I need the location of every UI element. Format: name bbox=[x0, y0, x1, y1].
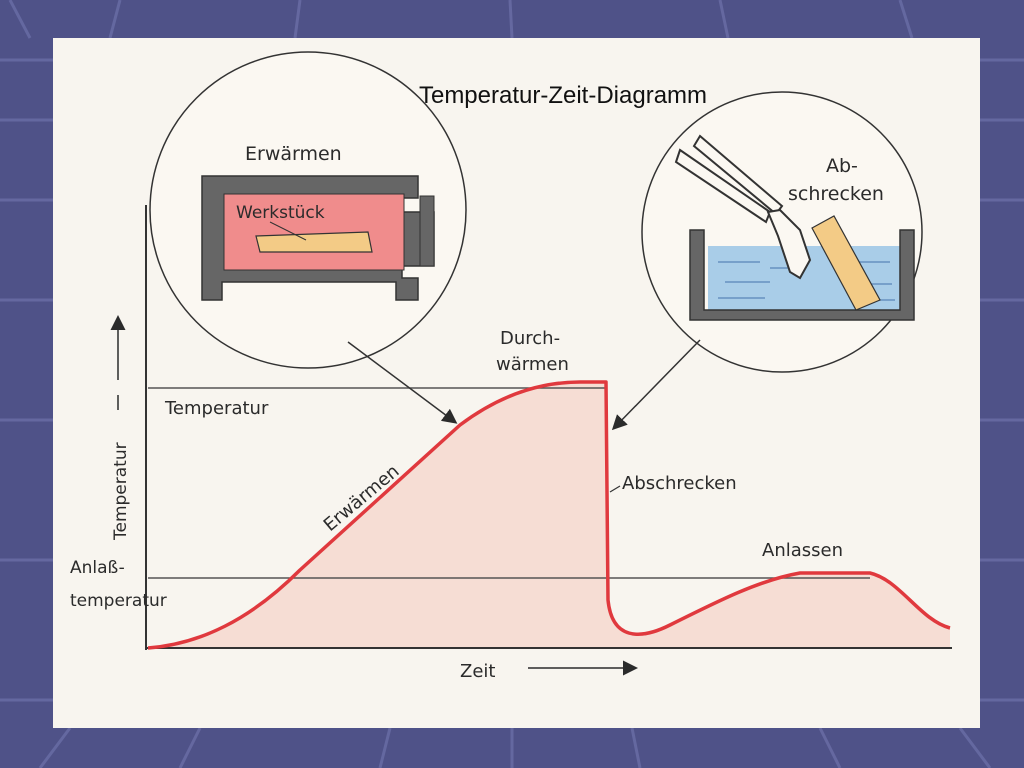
temperature-curve bbox=[147, 380, 951, 650]
quench-inset-pointer bbox=[611, 339, 701, 431]
x-axis-label: Zeit bbox=[460, 661, 495, 682]
quench-tank-icon bbox=[689, 229, 915, 321]
furnace-chamber-icon bbox=[223, 193, 405, 271]
furnace-inset: Erwärmen Werkstück bbox=[149, 51, 467, 369]
curve-fill-area bbox=[148, 382, 950, 648]
soaking-phase-label-line1: Durch- bbox=[500, 328, 560, 349]
quench-inset-title-line1: Ab- bbox=[826, 155, 858, 177]
y-axis-label: Temperatur bbox=[111, 442, 131, 541]
workpiece-icon bbox=[255, 231, 373, 253]
quenching-phase-label: Abschrecken bbox=[622, 473, 737, 494]
slide-title: Temperatur-Zeit-Diagramm bbox=[418, 82, 708, 109]
furnace-door-icon bbox=[419, 195, 435, 267]
temperature-level-label: Temperatur bbox=[164, 398, 269, 419]
workpiece-pointer bbox=[269, 221, 307, 241]
soaking-phase-label-line2: wärmen bbox=[496, 354, 569, 375]
quench-inset: Ab- schrecken bbox=[641, 91, 923, 373]
workpiece-label: Werkstück bbox=[236, 203, 325, 223]
tongs-icon bbox=[674, 134, 812, 280]
quench-inset-title-line2: schrecken bbox=[788, 183, 884, 205]
tempering-level-label-line2: temperatur bbox=[70, 591, 167, 611]
quenching-label-tick bbox=[609, 485, 621, 493]
tempering-level-label-line1: Anlaß- bbox=[70, 558, 125, 578]
furnace-inset-title: Erwärmen bbox=[245, 143, 342, 165]
tempering-phase-label: Anlassen bbox=[762, 540, 843, 561]
furnace-inset-pointer bbox=[347, 341, 458, 424]
quenched-workpiece-icon bbox=[811, 215, 881, 311]
